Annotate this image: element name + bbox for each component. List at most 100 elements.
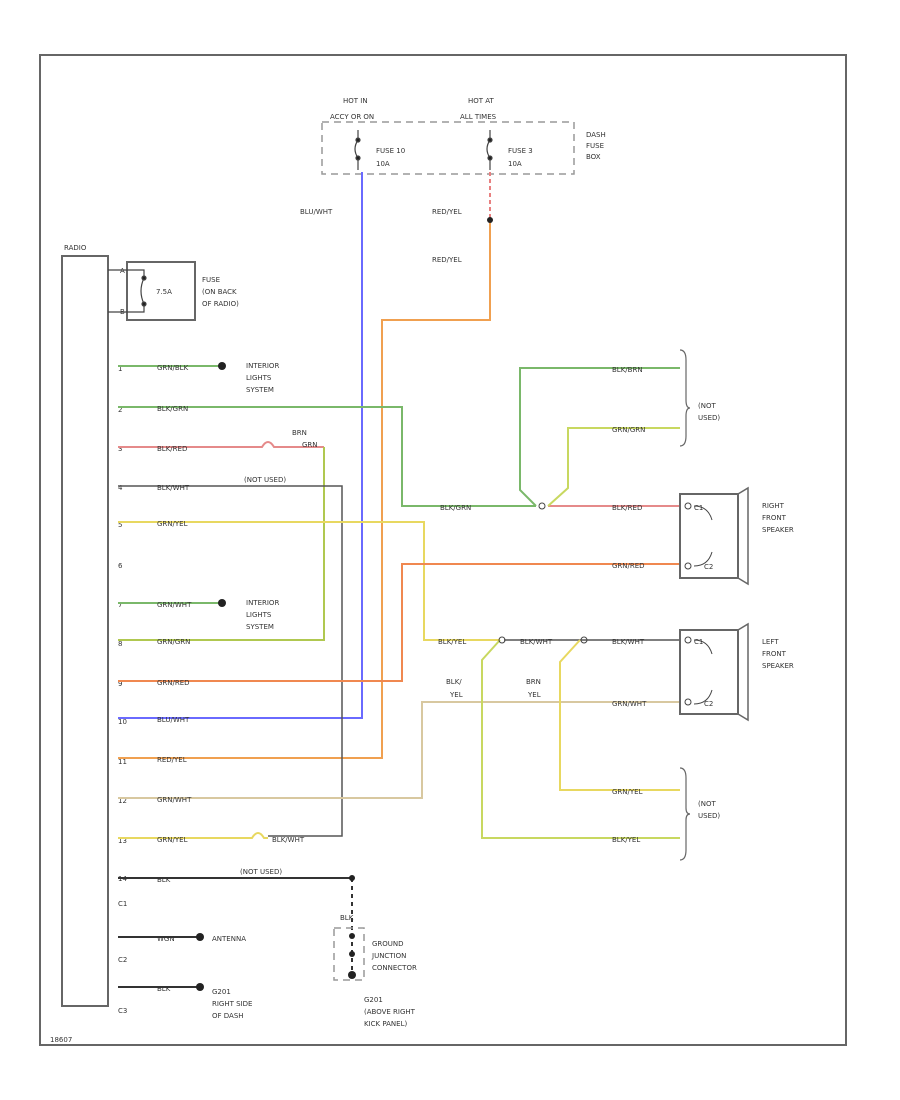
fuse-3-symbol xyxy=(486,130,493,170)
label-rt7: GRN/YEL xyxy=(612,788,643,796)
not-used-top: (NOT USED) xyxy=(698,402,720,422)
svg-text:(NOT: (NOT xyxy=(698,402,716,410)
label-brn-yel-1: BRN xyxy=(526,678,541,686)
connector-dots xyxy=(196,217,588,991)
label-w10: BLU/WHT xyxy=(157,716,190,724)
svg-text:LIGHTS: LIGHTS xyxy=(246,374,272,382)
hot-in-accy-label: HOT IN ACCY OR ON xyxy=(330,97,374,121)
dash-fuse-box-label: DASH FUSE BOX xyxy=(586,131,606,161)
wire-pin9 xyxy=(118,563,680,682)
label-grn: GRN xyxy=(302,441,318,449)
label-rt2: GRN/GRN xyxy=(612,426,645,434)
svg-text:LIGHTS: LIGHTS xyxy=(246,611,272,619)
svg-text:USED): USED) xyxy=(698,812,720,820)
svg-text:SPEAKER: SPEAKER xyxy=(762,662,794,670)
wire-pin12 xyxy=(118,701,680,799)
wire-grn-grn-top xyxy=(547,427,680,507)
wire-pin13 xyxy=(118,832,268,839)
pin-3: 3 xyxy=(118,445,122,453)
label-w7: GRN/WHT xyxy=(157,601,192,609)
interior-lights-note-2: INTERIOR LIGHTS SYSTEM xyxy=(246,599,279,631)
not-used-pin4: (NOT USED) xyxy=(244,476,286,484)
pin-10: 10 xyxy=(118,718,127,726)
notes: INTERIOR LIGHTS SYSTEM INTERIOR LIGHTS S… xyxy=(212,362,720,1028)
svg-text:G201: G201 xyxy=(212,988,231,996)
svg-text:JUNCTION: JUNCTION xyxy=(371,952,406,960)
right-front-speaker: C1 C2 RIGHT FRONT SPEAKER xyxy=(679,486,794,586)
svg-text:10A: 10A xyxy=(508,160,522,168)
pin-1: 1 xyxy=(118,365,122,373)
pin-5: 5 xyxy=(118,521,122,529)
label-red-yel-2: RED/YEL xyxy=(432,256,462,264)
svg-text:SPEAKER: SPEAKER xyxy=(762,526,794,534)
label-w9: GRN/RED xyxy=(157,679,190,687)
radio-unit xyxy=(61,255,109,1007)
label-w13: GRN/YEL xyxy=(157,836,188,844)
not-used-bottom: (NOT USED) xyxy=(698,800,720,820)
label-rt6: GRN/WHT xyxy=(612,700,647,708)
wire-labels: BLU/WHT RED/YEL RED/YEL GRN/BLK BLK/GRN … xyxy=(157,208,647,993)
svg-text:INTERIOR: INTERIOR xyxy=(246,599,279,607)
svg-text:INTERIOR: INTERIOR xyxy=(246,362,279,370)
left-front-speaker: C1 C2 LEFT FRONT SPEAKER xyxy=(679,622,794,722)
wire-pin3 xyxy=(118,441,324,448)
svg-text:DASH: DASH xyxy=(586,131,606,139)
label-w1: GRN/BLK xyxy=(157,364,189,372)
hot-at-all-times-label: HOT AT ALL TIMES xyxy=(460,97,497,121)
wires xyxy=(118,172,680,988)
label-wc3: BLK xyxy=(157,985,171,993)
svg-text:C1: C1 xyxy=(694,638,703,646)
svg-text:SYSTEM: SYSTEM xyxy=(246,386,274,394)
interior-lights-note-1: INTERIOR LIGHTS SYSTEM xyxy=(246,362,279,394)
svg-text:HOT IN: HOT IN xyxy=(343,97,368,105)
radio-label: RADIO xyxy=(64,244,87,252)
wire-blk-brn-top xyxy=(519,367,680,507)
wire-blk-yel-branch xyxy=(481,639,680,839)
label-blu-yel-2: YEL xyxy=(449,691,463,699)
interior-lights-arrow-2 xyxy=(218,599,226,607)
label-w11: RED/YEL xyxy=(157,756,187,764)
label-rt1: BLK/BRN xyxy=(612,366,643,374)
svg-text:HOT AT: HOT AT xyxy=(468,97,495,105)
svg-text:GROUND: GROUND xyxy=(372,940,404,948)
g201b-note: G201 (ABOVE RIGHT KICK PANEL) xyxy=(364,996,416,1028)
label-rt3: BLK/RED xyxy=(612,504,642,512)
pin-11: 11 xyxy=(118,758,127,766)
wire-pin4 xyxy=(118,485,343,837)
pin-4: 4 xyxy=(118,484,123,492)
svg-text:10A: 10A xyxy=(376,160,390,168)
svg-text:(ON BACK: (ON BACK xyxy=(202,288,237,296)
radio-fuse-label: FUSE (ON BACK OF RADIO) xyxy=(202,276,239,308)
label-blk-yel-mid: BLK/YEL xyxy=(438,638,466,646)
dash-fuse-box xyxy=(321,121,575,175)
svg-text:(NOT: (NOT xyxy=(698,800,716,808)
label-wc2: WGN xyxy=(157,935,175,943)
wire-pin5 xyxy=(118,521,500,641)
antenna-note: ANTENNA xyxy=(212,935,246,943)
label-blk-wht-mid: BLK/WHT xyxy=(520,638,553,646)
diagram-frame xyxy=(39,54,847,1046)
svg-text:KICK PANEL): KICK PANEL) xyxy=(364,1020,407,1028)
label-w4: BLK/WHT xyxy=(157,484,190,492)
fuse-pin-a: A xyxy=(120,267,125,275)
label-brn: BRN xyxy=(292,429,307,437)
wire-blu-wht xyxy=(118,172,363,719)
label-brn-yel-2: YEL xyxy=(527,691,541,699)
label-blk-ground: BLK xyxy=(340,914,354,922)
svg-text:FRONT: FRONT xyxy=(762,650,787,658)
svg-text:RIGHT: RIGHT xyxy=(762,502,785,510)
label-w3: BLK/RED xyxy=(157,445,187,453)
not-used-brackets xyxy=(679,349,691,861)
svg-text:SYSTEM: SYSTEM xyxy=(246,623,274,631)
wire-red-yel xyxy=(118,222,491,759)
svg-text:FUSE 3: FUSE 3 xyxy=(508,147,533,155)
svg-text:(ABOVE RIGHT: (ABOVE RIGHT xyxy=(364,1008,416,1016)
pin-2: 2 xyxy=(118,406,122,414)
ground-junction-note: GROUND JUNCTION CONNECTOR xyxy=(371,940,417,972)
svg-text:USED): USED) xyxy=(698,414,720,422)
g201-note: G201 RIGHT SIDE OF DASH xyxy=(212,988,252,1020)
label-rt4: GRN/RED xyxy=(612,562,645,570)
figure-code: 18607 xyxy=(50,1036,72,1044)
svg-text:OF DASH: OF DASH xyxy=(212,1012,244,1020)
not-used-pin14: (NOT USED) xyxy=(240,868,282,876)
